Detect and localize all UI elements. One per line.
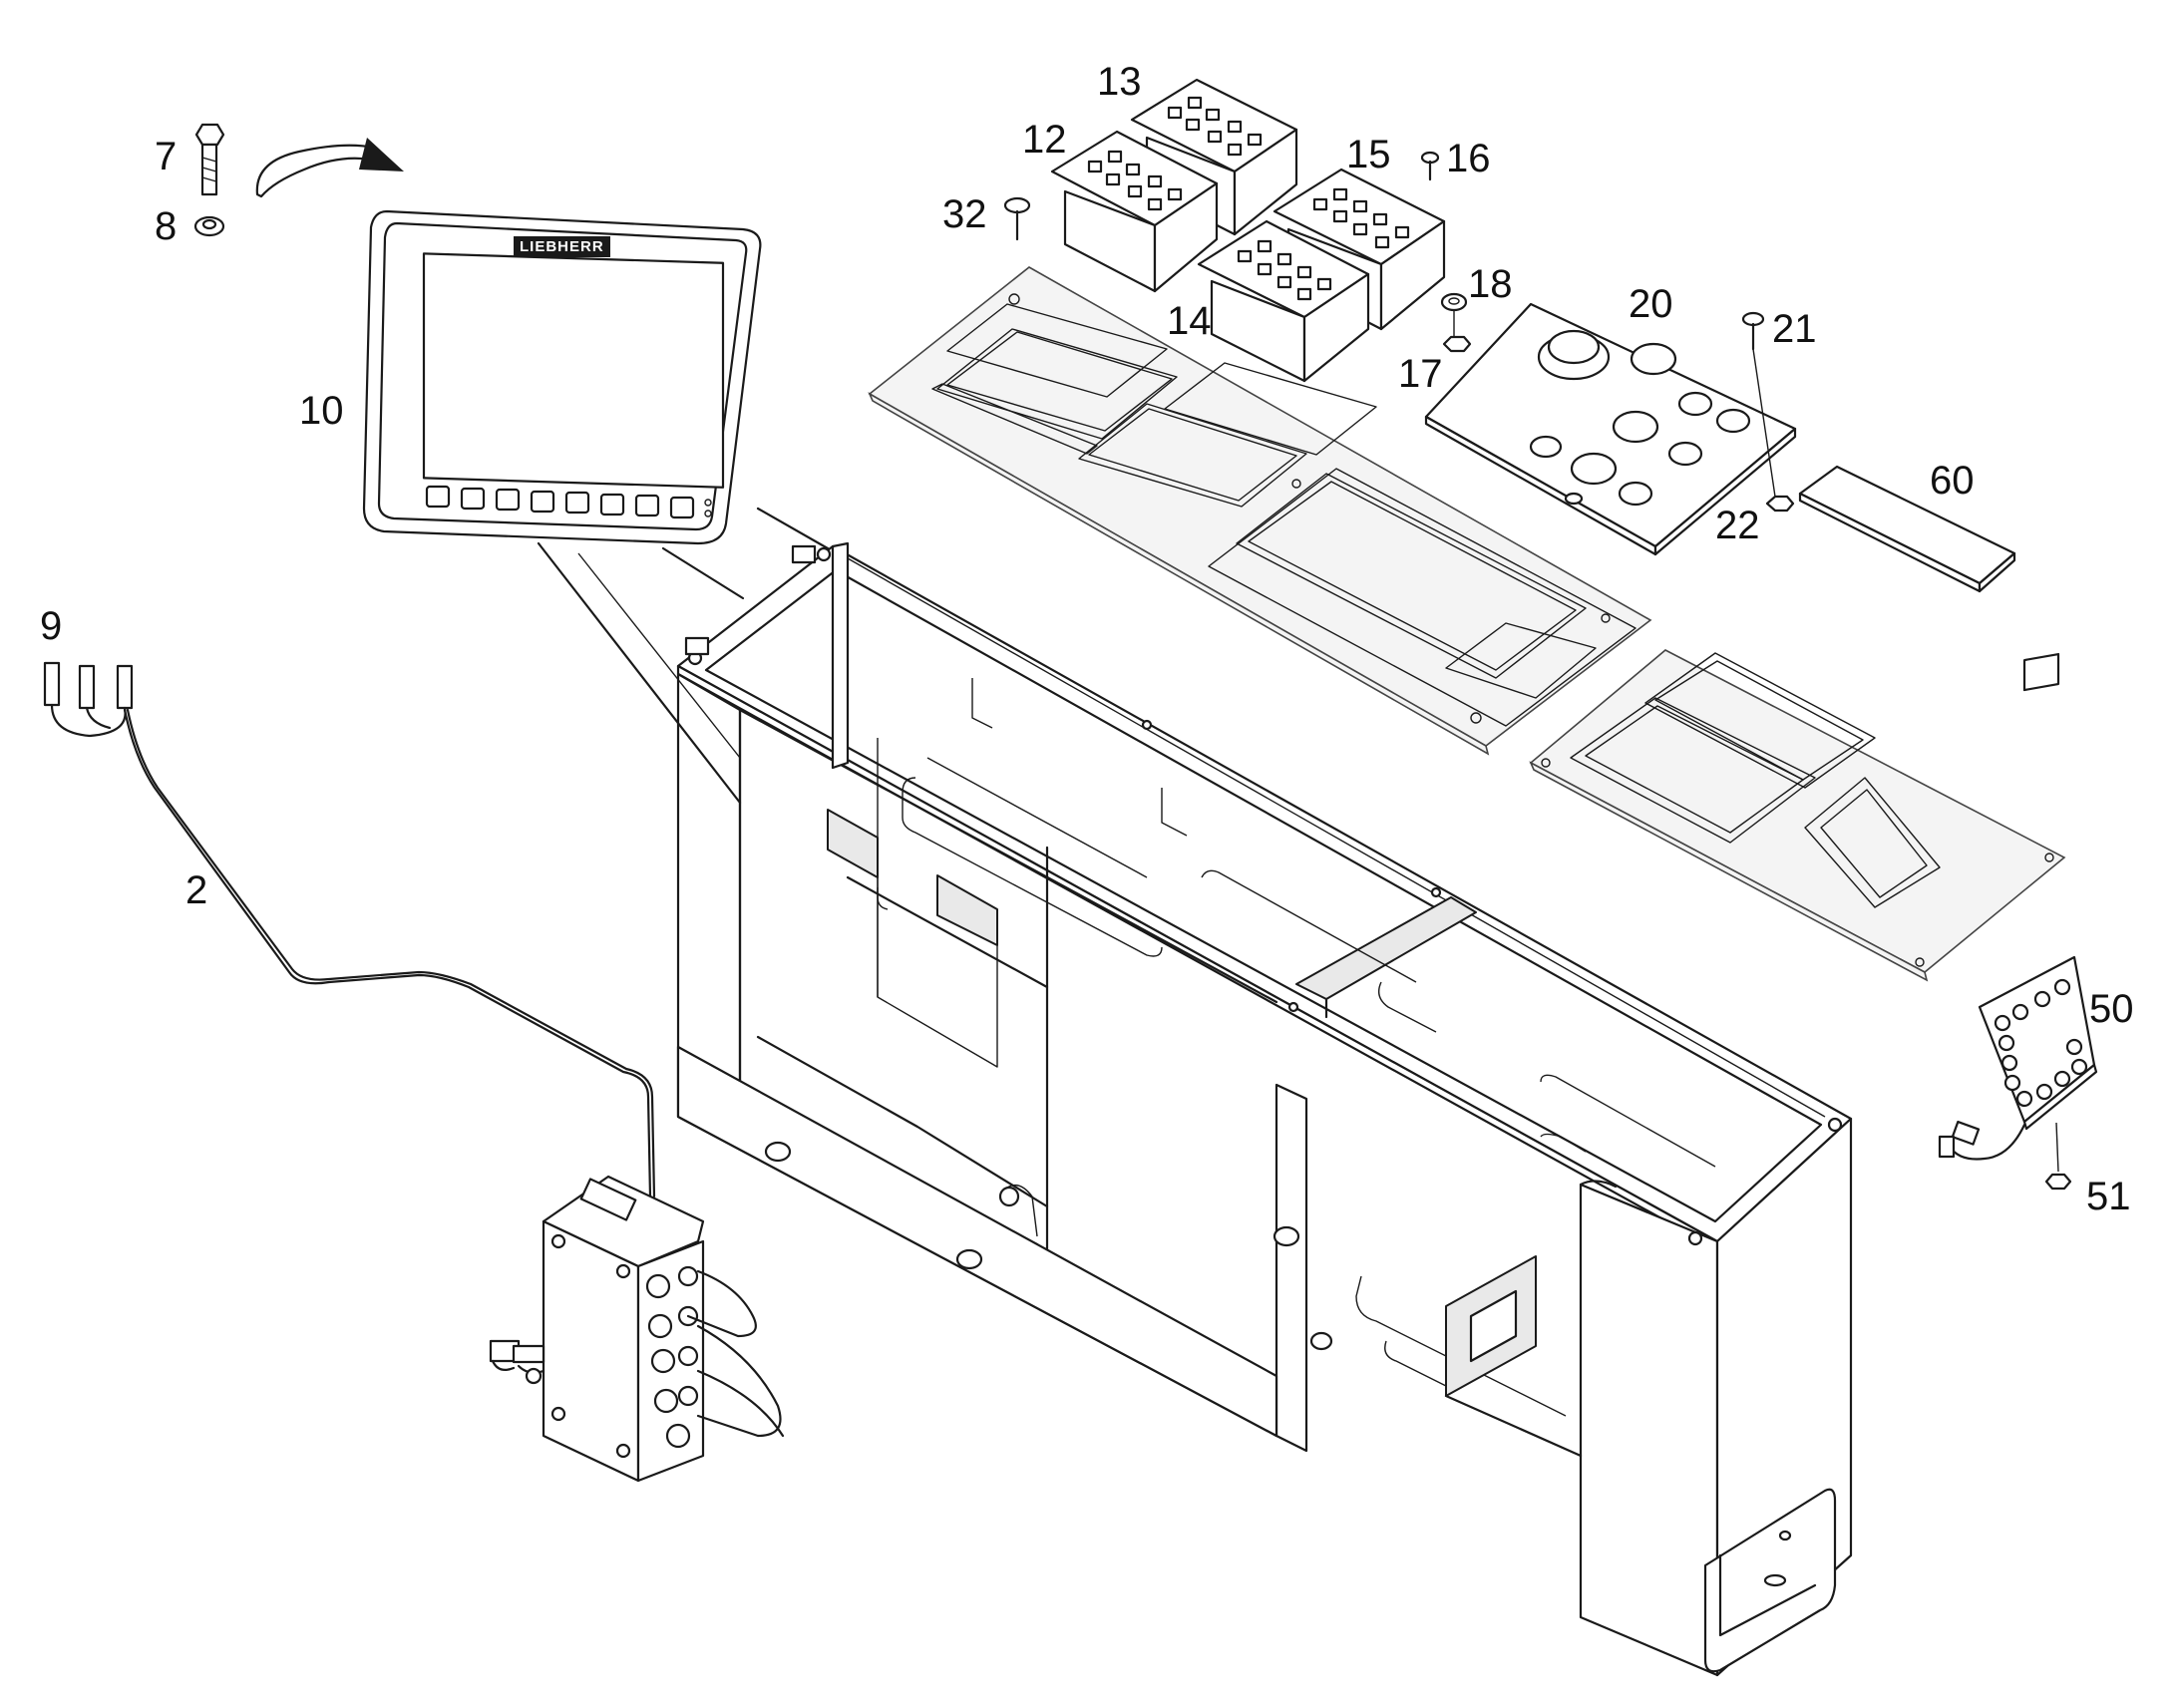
connector-module — [489, 1175, 785, 1483]
callout-12: 12 — [1022, 118, 1067, 162]
cover-plate-60 — [1798, 465, 2016, 593]
callout-2: 2 — [185, 868, 208, 912]
callout-10: 10 — [299, 389, 344, 433]
display-unit — [362, 209, 762, 545]
callout-21: 21 — [1772, 307, 1817, 351]
bolt-and-washer — [193, 123, 225, 237]
callout-17: 17 — [1398, 352, 1443, 396]
callout-20: 20 — [1629, 282, 1673, 326]
lower-cover-plate — [1529, 649, 2066, 982]
small-fasteners — [1003, 151, 1472, 353]
rotation-arrow — [255, 138, 404, 198]
callout-60: 60 — [1930, 459, 1975, 503]
callout-22: 22 — [1715, 504, 1760, 547]
control-panel-20 — [1424, 302, 1797, 556]
callout-32: 32 — [942, 192, 987, 236]
callout-14: 14 — [1167, 299, 1212, 343]
display-mount-arm — [537, 507, 830, 805]
callout-13: 13 — [1097, 60, 1142, 104]
callout-50: 50 — [2089, 987, 2134, 1031]
panel-screws — [1741, 311, 1795, 512]
wiring-harness — [43, 661, 656, 1198]
switch-module-14 — [1197, 219, 1370, 383]
top-cover-plate — [868, 266, 1652, 756]
display-buttons — [425, 485, 712, 519]
keypad-50 — [1938, 652, 2098, 1191]
display-brand-logo: LIEBHERR — [514, 236, 610, 257]
callout-51: 51 — [2086, 1175, 2131, 1218]
callout-16: 16 — [1446, 137, 1491, 180]
switch-module-12 — [1050, 130, 1219, 293]
callout-8: 8 — [155, 204, 178, 248]
callout-15: 15 — [1346, 133, 1391, 176]
console-housing — [676, 541, 1853, 1677]
callout-7: 7 — [155, 135, 178, 178]
callout-18: 18 — [1468, 262, 1513, 306]
callout-9: 9 — [40, 604, 63, 648]
